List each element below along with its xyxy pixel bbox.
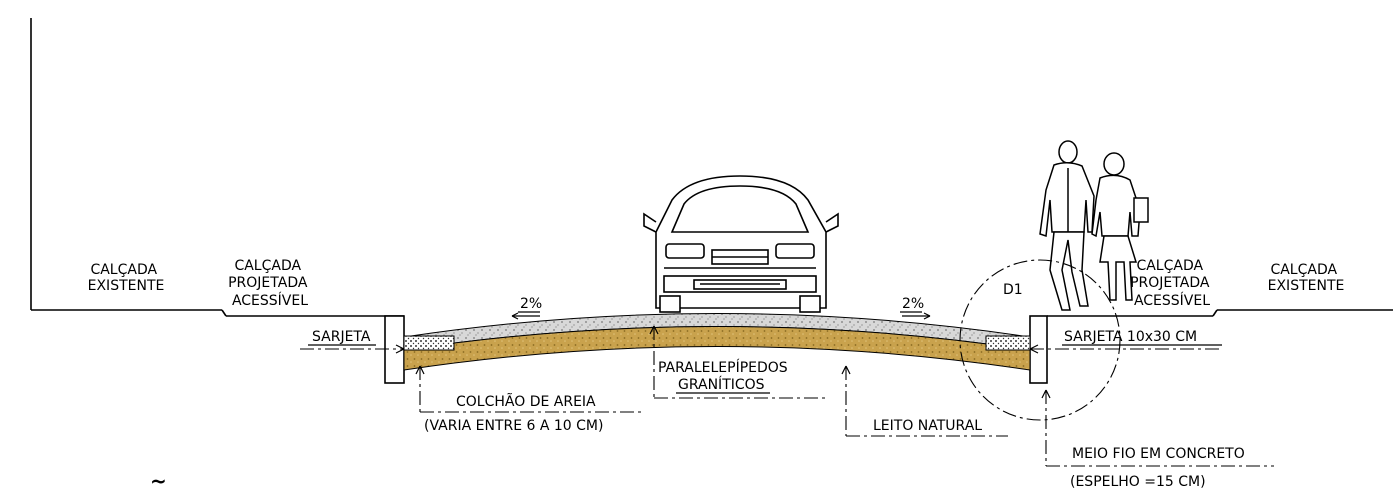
detail-label: D1 bbox=[1003, 282, 1023, 298]
calcada-existente-right: CALÇADA EXISTENTE bbox=[1268, 262, 1345, 294]
svg-text:SARJETA: SARJETA bbox=[312, 329, 371, 345]
meio-fio-callout: MEIO FIO EM CONCRETO (ESPELHO =15 CM) bbox=[1041, 389, 1274, 490]
calcada-projetada-left: CALÇADA PROJETADA ACESSÍVEL bbox=[228, 258, 312, 309]
svg-text:MEIO FIO EM CONCRETO: MEIO FIO EM CONCRETO bbox=[1072, 446, 1245, 462]
calcada-projetada-right: CALÇADA PROJETADA ACESSÍVEL bbox=[1130, 258, 1214, 309]
pavement-layers bbox=[403, 313, 1031, 371]
gutter-right bbox=[985, 335, 1031, 351]
slope-left: 2% bbox=[511, 296, 542, 320]
sarjeta-left-callout: SARJETA bbox=[300, 329, 405, 354]
svg-text:GRANÍTICOS: GRANÍTICOS bbox=[678, 376, 765, 393]
slope-right: 2% bbox=[900, 296, 931, 320]
svg-text:2%: 2% bbox=[520, 296, 542, 312]
sarjeta-right-callout: SARJETA 10x30 CM bbox=[1029, 329, 1222, 354]
car-illustration bbox=[643, 175, 839, 313]
paralelepipedos-callout: PARALELEPÍPEDOS GRANÍTICOS bbox=[649, 325, 828, 399]
leito-callout: LEITO NATURAL bbox=[841, 365, 1008, 437]
svg-text:LEITO NATURAL: LEITO NATURAL bbox=[873, 418, 982, 434]
detail-circle bbox=[959, 259, 1121, 421]
svg-text:(VARIA ENTRE 6 A 10 CM): (VARIA ENTRE 6 A 10 CM) bbox=[424, 418, 603, 434]
svg-text:(ESPELHO =15 CM): (ESPELHO =15 CM) bbox=[1070, 474, 1206, 490]
svg-text:SARJETA 10x30 CM: SARJETA 10x30 CM bbox=[1064, 329, 1197, 345]
tilde-mark: ~ bbox=[150, 469, 167, 491]
svg-text:2%: 2% bbox=[902, 296, 924, 312]
pedestrians-illustration bbox=[1039, 140, 1149, 311]
colchao-callout: COLCHÃO DE AREIA (VARIA ENTRE 6 A 10 CM) bbox=[415, 365, 645, 434]
svg-text:PARALELEPÍPEDOS: PARALELEPÍPEDOS bbox=[658, 359, 788, 376]
sand-layer bbox=[403, 326, 1031, 371]
calcada-existente-left: CALÇADA EXISTENTE bbox=[88, 262, 165, 294]
svg-text:COLCHÃO DE AREIA: COLCHÃO DE AREIA bbox=[456, 393, 596, 410]
ground-lines bbox=[30, 18, 1393, 317]
gutter-left bbox=[403, 335, 455, 351]
